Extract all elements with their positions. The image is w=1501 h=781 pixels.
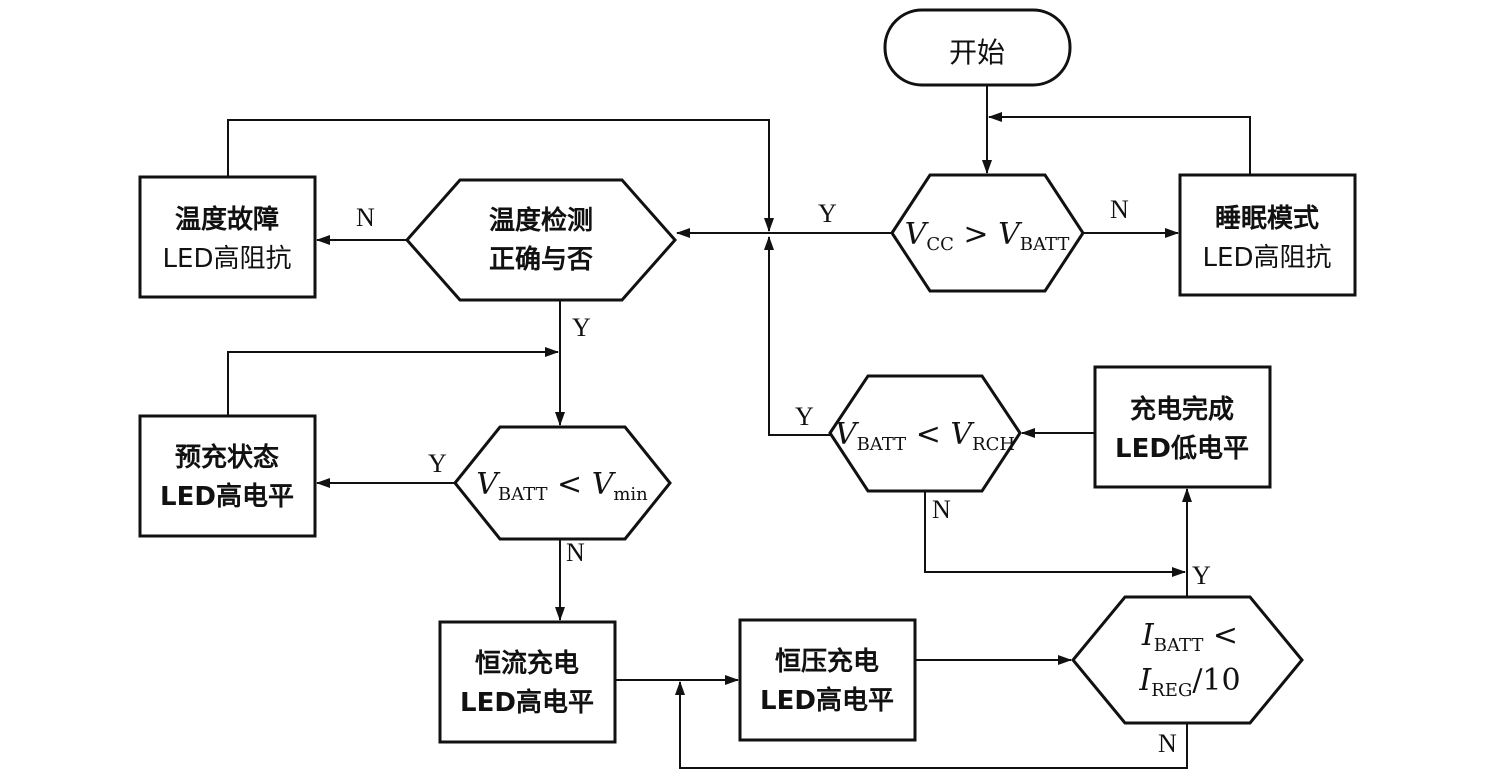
charge-done-line2: LED低电平 <box>1115 434 1249 464</box>
edge-label-vrch-yes: Y <box>795 402 814 431</box>
cv-charge-box <box>738 618 917 742</box>
temp-fault-line1: 温度故障 <box>175 204 279 235</box>
vcc-check-label: VCC > VBATT <box>905 217 1070 255</box>
ibatt-check-line1: IBATT < <box>1141 618 1238 656</box>
edge-label-vmin-yes: Y <box>428 449 447 478</box>
edge-label-vmin-no: N <box>566 538 585 567</box>
precharge-line2: LED高电平 <box>160 481 294 512</box>
cc-charge-line2: LED高电平 <box>460 687 594 718</box>
edge-label-ibatt-yes: Y <box>1192 561 1211 590</box>
vrch-check-decision <box>828 374 1022 493</box>
edge-precharge-loop <box>227 347 559 416</box>
temp-fault-box <box>138 175 317 299</box>
start-terminal <box>883 8 1072 87</box>
edge-sleep-loop <box>988 112 1251 175</box>
vmin-check-decision <box>453 425 672 541</box>
edge-label-vcc-yes: Y <box>818 199 837 228</box>
sleep-mode-box <box>1178 173 1357 297</box>
ibatt-check-line2: IREG/10 <box>1138 663 1240 701</box>
edge-label-temp-no: N <box>356 203 375 232</box>
start-label: 开始 <box>949 36 1005 69</box>
edge-label-vrch-no: N <box>932 495 951 524</box>
precharge-box <box>138 414 317 538</box>
cc-charge-box <box>438 620 617 744</box>
cv-charge-line2: LED高电平 <box>760 685 894 716</box>
edge-vrch-yes <box>764 236 830 436</box>
cv-charge-line1: 恒压充电 <box>775 646 879 677</box>
vmin-check-label: VBATT < Vmin <box>476 467 648 505</box>
temp-check-decision <box>404 178 678 302</box>
charge-done-box <box>1093 365 1272 489</box>
precharge-line1: 预充状态 <box>175 442 279 473</box>
edge-label-temp-yes: Y <box>572 313 591 342</box>
edge-ibatt-no <box>675 681 1188 769</box>
edge-vrch-no <box>924 491 1186 577</box>
vrch-check-label: VBATT < VRCH <box>835 417 1015 455</box>
charge-done-line1: 充电完成 <box>1130 394 1234 425</box>
edge-temp-fault-loop <box>227 119 774 232</box>
temp-check-line1: 温度检测 <box>489 205 593 236</box>
sleep-mode-line2: LED高阻抗 <box>1203 243 1332 273</box>
sleep-mode-line1: 睡眠模式 <box>1215 204 1319 234</box>
temp-fault-line2: LED高阻抗 <box>163 244 292 274</box>
edge-label-ibatt-no: N <box>1158 729 1177 758</box>
edge-label-vcc-no: N <box>1110 195 1129 224</box>
ibatt-check-decision <box>1071 595 1304 725</box>
cc-charge-line1: 恒流充电 <box>475 648 579 679</box>
temp-check-line2: 正确与否 <box>489 244 593 275</box>
